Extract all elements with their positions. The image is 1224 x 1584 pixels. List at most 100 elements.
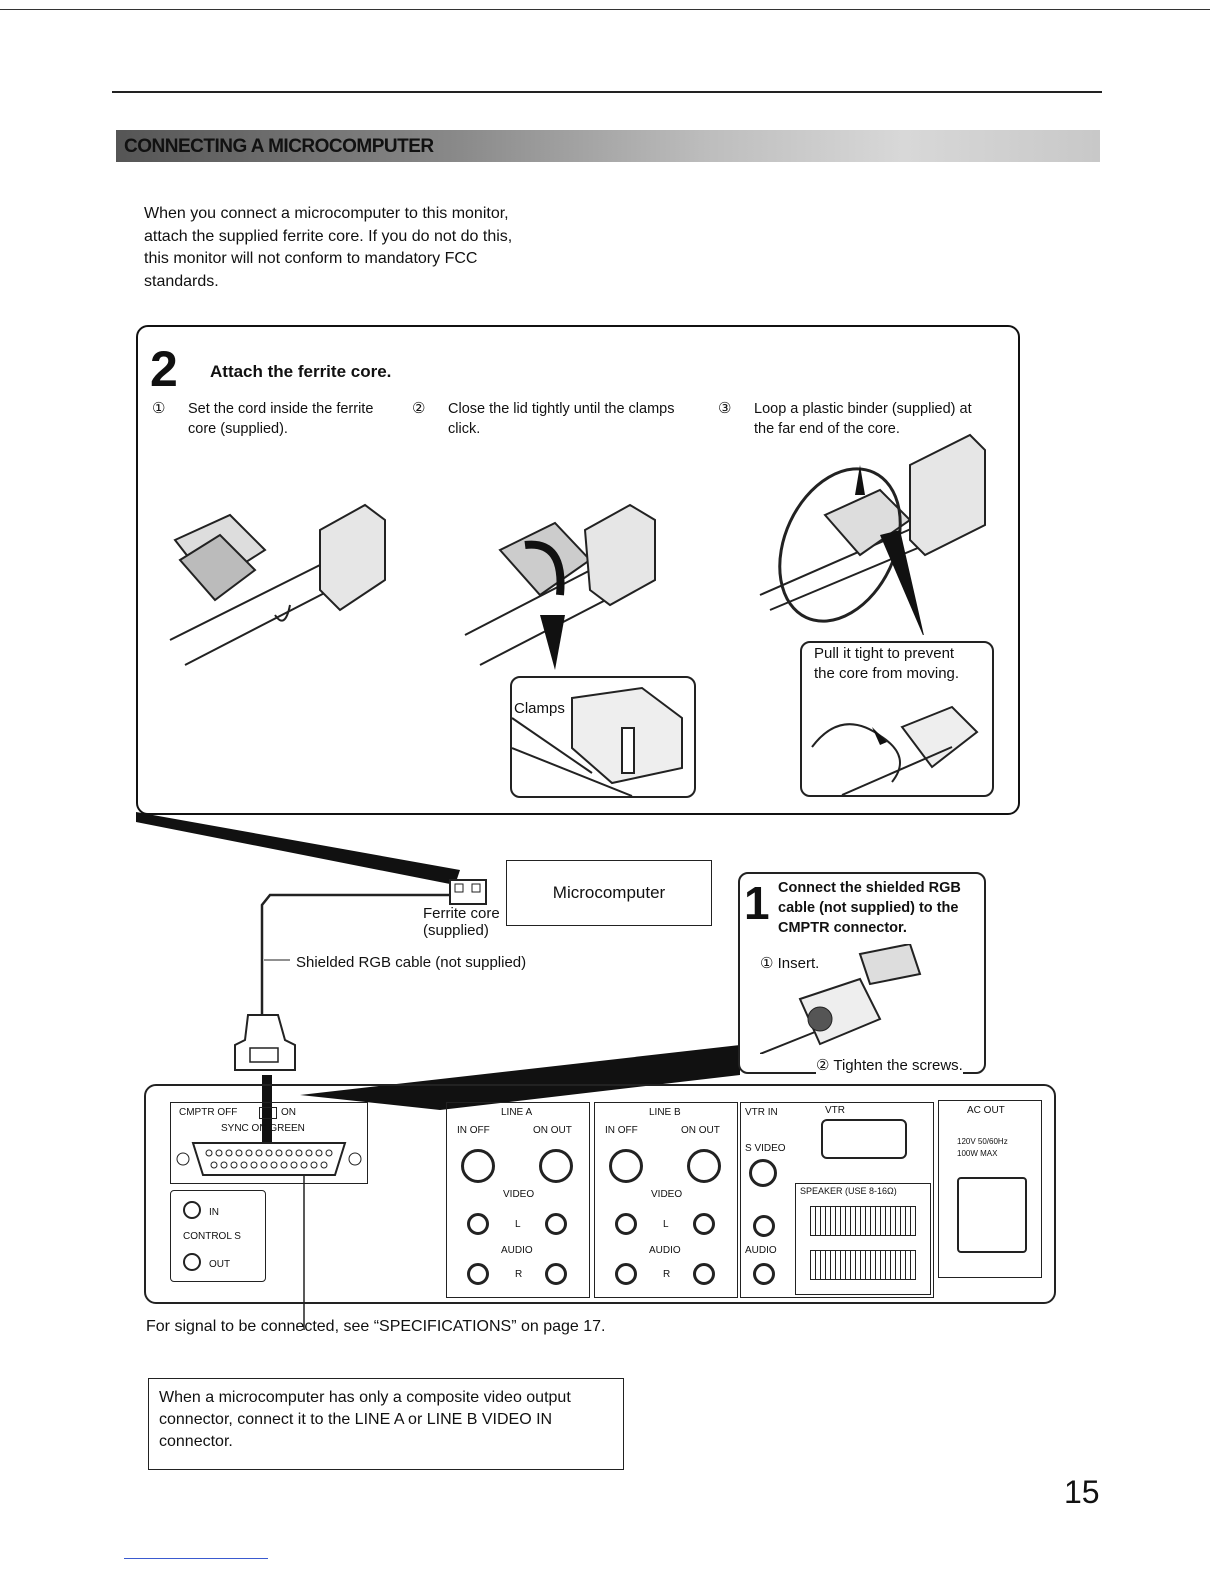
insert-label: ① Insert. [760, 955, 820, 972]
step1-line: CMPTR connector. [778, 920, 907, 936]
control-out-label: OUT [209, 1259, 231, 1270]
line-a-audio-r-out-jack[interactable] [545, 1263, 567, 1285]
header-rule [112, 91, 1102, 93]
line-b-r-label: R [663, 1269, 671, 1280]
s-video-label: S VIDEO [745, 1143, 786, 1154]
tighten-label: ② Tighten the screws. [816, 1056, 963, 1074]
line-b-section: LINE B IN OFF ON OUT VIDEO L AUDIO R [594, 1102, 738, 1298]
ac-out-label: AC OUT [967, 1105, 1005, 1116]
step2-item-1: ① Set the cord inside the ferrite core (… [152, 399, 402, 439]
vtr-section: VTR IN VTR S VIDEO AUDIO SPEAKER (USE 8-… [740, 1102, 934, 1298]
binder-loop-illustration [759, 433, 986, 635]
ac-spec-2: 100W MAX [957, 1149, 998, 1158]
clamps-label: Clamps [514, 700, 565, 717]
microcomputer-box: Microcomputer [506, 860, 712, 926]
composite-note-box: When a microcomputer has only a composit… [148, 1378, 624, 1470]
line-b-video-label: VIDEO [651, 1189, 683, 1200]
pull-line: the core from moving. [814, 665, 960, 682]
ferrite-supplied-label: (supplied) [423, 922, 489, 939]
line-b-l-label: L [663, 1219, 669, 1230]
ferrite-open-illustration [169, 503, 386, 666]
step1-number: 1 [744, 877, 770, 929]
step2-number: 2 [150, 341, 178, 397]
microcomputer-label: Microcomputer [552, 883, 666, 902]
item-marker: ③ [718, 400, 732, 417]
item-line: the far end of the core. [754, 421, 900, 437]
line-b-audio-r-out-jack[interactable] [693, 1263, 715, 1285]
line-b-audio-label: AUDIO [649, 1245, 681, 1256]
control-in-jack[interactable] [183, 1201, 201, 1219]
step2-item-3: ③ Loop a plastic binder (supplied) at th… [718, 399, 1008, 439]
line-b-on-out: ON OUT [681, 1125, 720, 1136]
line-b-audio-l-in-jack[interactable] [615, 1213, 637, 1235]
step2-item-2: ② Close the lid tightly until the clamps… [412, 399, 712, 439]
line-b-video-out-jack[interactable] [687, 1149, 721, 1183]
pull-line: Pull it tight to prevent [814, 645, 955, 662]
bottom-accent-line [124, 1558, 268, 1559]
line-a-audio-label: AUDIO [501, 1245, 533, 1256]
speaker-terminal-bottom[interactable] [810, 1250, 916, 1280]
vtr-connector[interactable] [821, 1119, 907, 1159]
controls-label: CONTROL S [183, 1231, 241, 1242]
line-a-audio-l-out-jack[interactable] [545, 1213, 567, 1235]
step2-title: Attach the ferrite core. [210, 362, 392, 381]
top-border-line [0, 9, 1210, 10]
line-a-video-in-jack[interactable] [461, 1149, 495, 1183]
vtr-audio-l-jack[interactable] [753, 1215, 775, 1237]
item-line: Close the lid tightly until the clamps [448, 401, 675, 417]
step1-line: Connect the shielded RGB [778, 880, 961, 896]
ferrite-closed-illustration [464, 503, 656, 670]
pull-tight-illustration [811, 705, 979, 795]
line-a-video-out-jack[interactable] [539, 1149, 573, 1183]
step1-title: Connect the shielded RGB cable (not supp… [778, 878, 961, 938]
s-video-jack[interactable] [749, 1159, 777, 1187]
pull-tight-frame: Pull it tight to prevent the core from m… [800, 641, 994, 797]
item-line: core (supplied). [188, 421, 288, 437]
sync-green-label: SYNC ON GREEN [221, 1123, 305, 1134]
note-line: connector. [159, 1433, 233, 1450]
line-b-audio-r-in-jack[interactable] [615, 1263, 637, 1285]
rear-panel: CMPTR OFF ON SYNC ON GREEN IN CONTROL S … [144, 1084, 1056, 1304]
line-a-l-label: L [515, 1219, 521, 1230]
intro-paragraph: When you connect a microcomputer to this… [144, 203, 564, 293]
item-line: Set the cord inside the ferrite [188, 401, 374, 417]
controls-section: IN CONTROL S OUT [170, 1190, 266, 1282]
ferrite-core-label: Ferrite core [423, 905, 500, 922]
vtr-in-label: VTR IN [745, 1107, 778, 1118]
line-b-audio-l-out-jack[interactable] [693, 1213, 715, 1235]
intro-line: standards. [144, 272, 219, 290]
section-title: CONNECTING A MICROCOMPUTER [124, 136, 434, 157]
item-marker: ② [412, 400, 426, 417]
line-a-on-out: ON OUT [533, 1125, 572, 1136]
ac-outlet[interactable] [957, 1177, 1027, 1253]
speaker-terminal-top[interactable] [810, 1206, 916, 1236]
control-out-jack[interactable] [183, 1253, 201, 1271]
cmptr-label: CMPTR OFF [179, 1107, 238, 1118]
line-a-video-label: VIDEO [503, 1189, 535, 1200]
section-banner [116, 130, 1100, 162]
clamps-detail-illustration [512, 686, 683, 796]
connector-insert-illustration [760, 944, 922, 1054]
item-line: Loop a plastic binder (supplied) at [754, 401, 972, 417]
note-line: connector, connect it to the LINE A or L… [159, 1411, 553, 1428]
line-a-audio-l-in-jack[interactable] [467, 1213, 489, 1235]
cmptr-section: CMPTR OFF ON SYNC ON GREEN [170, 1102, 368, 1184]
cmptr-on-label: ON [281, 1107, 296, 1118]
control-in-label: IN [209, 1207, 219, 1218]
step1-box: 1 Connect the shielded RGB cable (not su… [738, 872, 986, 1074]
line-a-audio-r-in-jack[interactable] [467, 1263, 489, 1285]
cable-label: Shielded RGB cable (not supplied) [296, 954, 527, 971]
intro-line: this monitor will not conform to mandato… [144, 250, 478, 267]
line-a-r-label: R [515, 1269, 523, 1280]
intro-line: When you connect a microcomputer to this… [144, 205, 509, 222]
item-marker: ① [152, 400, 166, 417]
step1-line: cable (not supplied) to the [778, 900, 959, 916]
signal-note: For signal to be connected, see “SPECIFI… [146, 1318, 606, 1335]
step2-box [136, 325, 1020, 815]
vtr-audio-r-jack[interactable] [753, 1263, 775, 1285]
sync-switch [259, 1107, 277, 1119]
line-b-in-off: IN OFF [605, 1125, 638, 1136]
speaker-section: SPEAKER (USE 8-16Ω) [795, 1183, 931, 1295]
line-b-video-in-jack[interactable] [609, 1149, 643, 1183]
